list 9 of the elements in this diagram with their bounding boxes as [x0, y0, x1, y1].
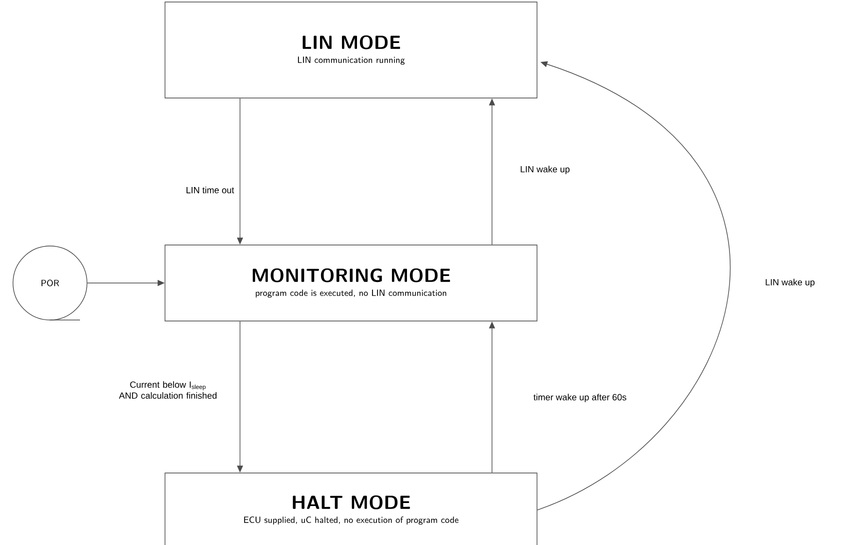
- mode-box: LIN MODE LIN communication running: [164, 2, 538, 98]
- edge-label: timer wake up after 60s: [532, 392, 628, 404]
- edge-label: LIN wake up: [764, 278, 816, 288]
- mode-box: HALT MODE ECU supplied, uC halted, no execution of program code: [164, 472, 538, 545]
- edge-label: LIN time out: [184, 186, 236, 194]
- mode-box: MONITORING MODE program code is executed, no LIN communication: [164, 244, 538, 322]
- arrow: [537, 61, 730, 510]
- edge-label: LIN wake up: [519, 164, 571, 176]
- edge-label: Current below I$_{sleep}$ AND calculation finished: [112, 380, 224, 400]
